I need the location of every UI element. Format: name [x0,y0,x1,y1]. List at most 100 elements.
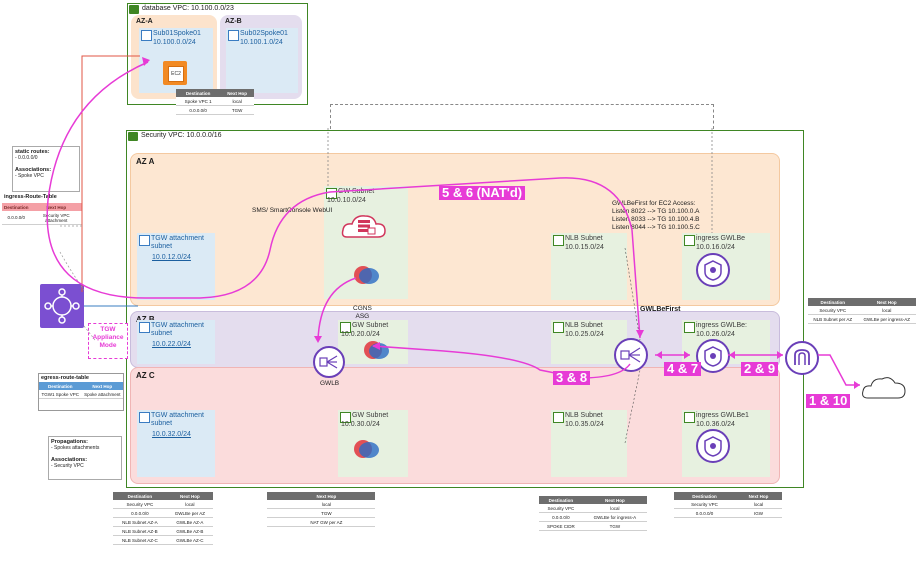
cgns-gateway-icon-b[interactable] [362,339,390,361]
gwlbefirst-label: GWLBeFirst [640,306,681,313]
tgw-glyph [44,288,80,324]
ec2-icon[interactable]: EC2 [163,61,187,85]
subnet-name: TGW attachment subnet [151,412,204,427]
header-cell: Destination [39,382,82,390]
subnet-cidr[interactable]: 10.0.22.0/24 [152,341,191,348]
internet-cloud-icon [860,372,908,402]
gwlb-endpoint-icon-c[interactable] [696,429,730,463]
header-cell [267,492,278,500]
header-cell: Destination [113,492,167,500]
asg-dotted-region [330,104,714,129]
header-cell: Destination [808,298,858,306]
header-cell: Next Hop [30,203,82,211]
lock-icon [684,412,695,423]
subnet-name: NLB Subnet [565,322,603,329]
tgw-appliance-mode-box: TGW Appliance Mode [88,323,128,359]
header-cell: Next Hop [220,89,254,97]
table-cell: TGW [582,521,647,531]
table-cell: NLB Subnet AZ-C [113,535,167,545]
table-cell: Security VPC [113,500,167,509]
subnet-cidr[interactable]: 10.0.32.0/24 [152,431,191,438]
table-cell: GWLBe per ingress-AZ [857,314,916,324]
gwlbe-access-title: GWLBeFirst for EC2 Access: [612,200,696,207]
subnet-cidr[interactable]: 10.0.12.0/24 [152,254,191,261]
nlb-icon[interactable] [614,338,648,372]
subnet-name: ingress GWLBe [696,235,746,242]
subnet-name: TGW attachment subnet [151,322,204,337]
lock-icon [553,412,564,423]
associations-title: Associations: [15,167,52,173]
table-cell: Security VPC attachment [30,211,82,225]
step-label-4-7: 4 & 7 [664,362,702,376]
table-cell: 0.0.0.0/0 [674,508,735,518]
lock-icon [139,412,150,423]
subnet-nlb-az-c: NLB Subnet 10.0.35.0/24 [551,410,627,477]
propagations-value: - Spokes attachments [51,445,100,451]
header-cell: Next Hop [166,492,213,500]
az-label: AZ A [136,157,155,166]
header-cell: Next Hop [582,496,647,504]
subnet-cidr: 10.0.26.0/24 [696,331,735,338]
gwlb-icon[interactable] [313,346,345,378]
lock-icon [340,412,351,423]
table-cell: NLB Subnet per AZ [808,314,858,324]
table-cell: Security VPC [674,500,735,509]
lock-icon [228,30,239,41]
subnet-tgw-attachment-az-b: TGW attachment subnet 10.0.22.0/24 [137,320,215,364]
lock-icon [684,235,695,246]
step-label-5-6: 5 & 6 (NAT'd) [439,186,526,200]
subnet-cidr: 10.100.1.0/24 [240,39,283,46]
step-label-1-10: 1 & 10 [806,394,851,408]
table-cell: 0.0.0.0/0 [2,211,31,225]
subnet-name: NLB Subnet [565,412,603,419]
cgns-gateway-icon-a[interactable] [352,264,380,286]
subnet-cidr: 10.100.0.0/24 [153,39,196,46]
lock-icon [684,322,695,333]
cgns-gateway-icon-c[interactable] [352,438,380,460]
lock-icon [139,322,150,333]
table-cell: local [582,504,647,513]
header-cell: Destination [176,89,221,97]
gwlb-endpoint-icon-b[interactable] [696,339,730,373]
table-cell: NLB Subnet AZ-B [113,526,167,536]
subnet-sub01spoke01: Sub01Spoke01 10.100.0.0/24 EC2 [139,28,213,93]
lock-icon [139,235,150,246]
table-cell: SPOKE CIDR [539,521,583,531]
table-cell [267,500,278,509]
gwlbe-access-note: GWLBeFirst for EC2 Access: Listen 8022 -… [612,200,700,232]
lock-icon [553,322,564,333]
gwlbe-access-line: Listen 8022 --> TG 10.100.0.A [612,208,700,215]
table-cell: TGW1 Spoke VPC [39,390,82,399]
subnet-name: NLB Subnet [565,235,603,242]
propagations-note: Propagations: - Spokes attachments Assoc… [48,436,122,480]
subnet-name: GW Subnet [338,188,375,195]
header-cell: Next Hop [734,492,782,500]
table-cell: TGW [220,105,254,115]
subnet-name: GW Subnet [352,412,389,419]
egress-route-table-title: egress-route-table [41,375,89,381]
cgns-text: CGNS [353,305,372,312]
subnet-tgw-attachment-az-c: TGW attachment subnet 10.0.32.0/24 [137,410,215,477]
table-cell: GWLBe AZ-C [166,535,213,545]
table-cell: local [734,500,782,509]
step-label-2-9: 2 & 9 [741,362,779,376]
header-cell: Next Hop [277,492,375,500]
transit-gateway-icon[interactable] [40,284,84,328]
table-cell: GWLBe for ingress-A [582,512,647,522]
subnet-name: ingress GWLBe: [696,322,747,329]
security-vpc-title: Security VPC: 10.0.0.0/16 [141,132,222,139]
associations-value: - Spoke VPC [15,173,44,179]
table-cell: NLB Subnet AZ-A [113,517,167,527]
static-routes-title: static routes: [15,149,50,155]
table-cell: local [166,500,213,509]
subnet-name: Sub01Spoke01 [153,30,201,37]
gwlb-endpoint-icon-a[interactable] [696,253,730,287]
subnet-tgw-attachment-az-a: TGW attachment subnet 10.0.12.0/24 [137,233,215,300]
internet-gateway-icon[interactable] [785,341,819,375]
sms-server-icon[interactable] [341,211,387,243]
